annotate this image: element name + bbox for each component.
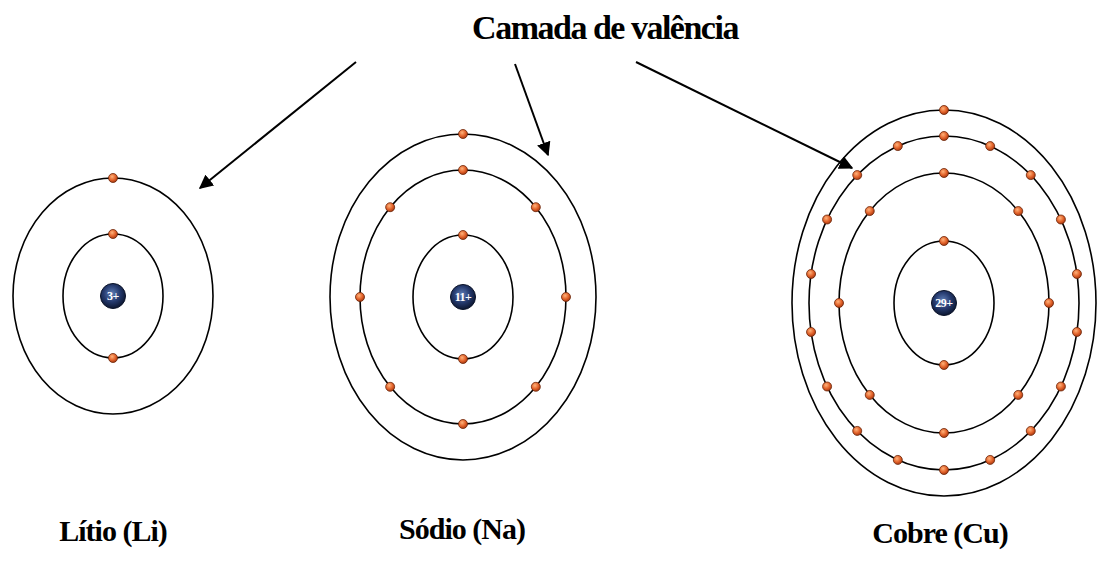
- electron: [940, 237, 949, 246]
- electron-orbit: [63, 234, 163, 358]
- electron-orbit: [839, 173, 1049, 433]
- valence-orbit: [330, 134, 596, 460]
- electron: [1056, 215, 1065, 224]
- nucleus-charge: 3+: [107, 290, 119, 302]
- electron: [940, 429, 949, 438]
- electron: [109, 230, 118, 239]
- valence-orbit: [792, 110, 1096, 496]
- electron: [531, 203, 540, 212]
- leader-arrow: [515, 64, 548, 155]
- atom-name: Sódio (Na): [399, 512, 525, 545]
- electron: [1026, 171, 1035, 180]
- nucleus-circle: [451, 285, 476, 310]
- electron-group: [109, 106, 1082, 475]
- electron: [109, 354, 118, 363]
- orbit-group: [330, 134, 596, 460]
- electron-orbit: [809, 136, 1079, 470]
- electron: [531, 382, 540, 391]
- electron: [386, 382, 395, 391]
- electron-orbit: [894, 241, 994, 365]
- electron: [459, 231, 468, 240]
- electron: [356, 293, 365, 302]
- electron: [986, 455, 995, 464]
- nucleus-circle: [932, 291, 957, 316]
- electron: [940, 106, 949, 115]
- electron: [940, 132, 949, 141]
- electron-orbit: [360, 170, 566, 424]
- nucleus-circle: [101, 284, 126, 309]
- electron: [893, 455, 902, 464]
- valence-orbit: [13, 178, 213, 414]
- electron: [823, 382, 832, 391]
- atom-nucleus: 11+: [450, 284, 476, 310]
- electron: [853, 426, 862, 435]
- electron: [865, 390, 874, 399]
- electron: [459, 130, 468, 139]
- leader-arrow: [636, 62, 852, 168]
- orbit-group: [792, 110, 1096, 496]
- electron: [459, 420, 468, 429]
- electron: [940, 466, 949, 475]
- electron: [386, 203, 395, 212]
- electron: [940, 361, 949, 370]
- electron: [835, 299, 844, 308]
- electron: [823, 215, 832, 224]
- electron: [1045, 299, 1054, 308]
- electron: [893, 142, 902, 151]
- electron: [459, 355, 468, 364]
- atom-nucleus: 29+: [931, 290, 957, 316]
- electron: [459, 166, 468, 175]
- electron: [807, 327, 816, 336]
- electron: [853, 171, 862, 180]
- electron: [1014, 207, 1023, 216]
- orbit-group: [13, 178, 213, 414]
- leader-arrows: [200, 62, 852, 188]
- nucleus-charge: 11+: [455, 291, 472, 303]
- electron: [865, 207, 874, 216]
- nucleus-charge: 29+: [935, 297, 952, 309]
- electron: [807, 270, 816, 279]
- atom-nucleus: 3+: [100, 283, 126, 309]
- atom-name: Lítio (Li): [59, 514, 167, 547]
- electron: [940, 169, 949, 178]
- electron: [1026, 426, 1035, 435]
- electron: [1072, 327, 1081, 336]
- electron: [1056, 382, 1065, 391]
- leader-arrow: [200, 62, 356, 188]
- electron: [562, 293, 571, 302]
- electron: [986, 142, 995, 151]
- atom-name: Cobre (Cu): [872, 516, 1007, 549]
- title: Camada de valência: [472, 9, 738, 46]
- electron: [109, 174, 118, 183]
- electron: [1072, 270, 1081, 279]
- electron: [1014, 390, 1023, 399]
- electron-orbit: [413, 235, 513, 359]
